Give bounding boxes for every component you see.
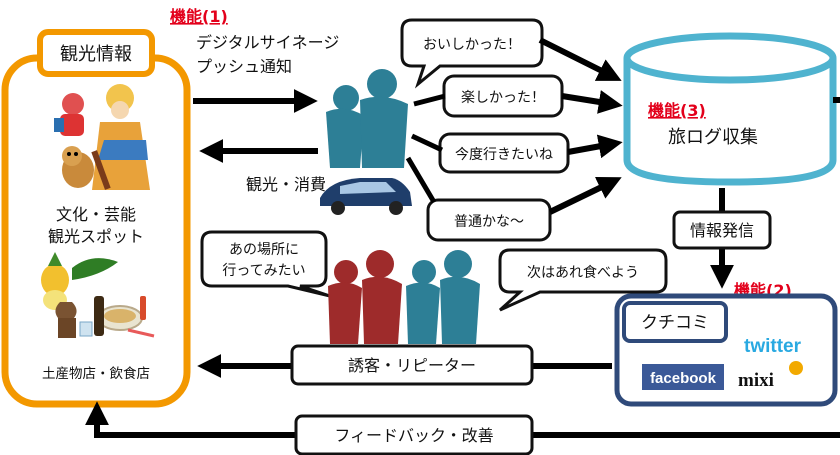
feedback-box: フィードバック・改善: [294, 414, 534, 455]
kuchikomi-title: クチコミ: [641, 313, 709, 333]
mixi-logo: mixi: [738, 370, 774, 391]
bubble-eat-next-text: 次はあれ食べよう: [527, 264, 639, 281]
bubble-want-to-go-line1: あの場所に: [229, 242, 299, 258]
shops-label: 土産物店・飲食店: [42, 365, 150, 382]
feedback-line-1: [413, 93, 446, 107]
twitter-logo: twitter: [744, 336, 802, 357]
repeater-box: 誘客・リピーター: [290, 344, 534, 386]
digital-signage-label: デジタルサイネージ: [196, 33, 339, 52]
tourism-info-panel: 観光情報 文化・芸能 観光スポット: [1, 29, 191, 408]
bubble-ordinary: 普通かな～: [426, 198, 552, 242]
arrow-ordinary-db: [548, 176, 622, 215]
info-send-box: 情報発信: [672, 210, 772, 250]
bubble-next-time: 今度行きたいね: [438, 132, 570, 174]
facebook-logo: facebook: [650, 370, 717, 387]
feedback-label: フィードバック・改善: [334, 426, 493, 445]
culture-label: 文化・芸能: [56, 205, 136, 224]
arrow-next-db: [567, 134, 623, 159]
feedback-line-3: [405, 156, 437, 204]
push-notification-label: プッシュ通知: [196, 57, 292, 76]
car-icon: [320, 178, 412, 215]
tourism-consumption-label: 観光・消費: [246, 175, 326, 194]
bubble-ordinary-text: 普通かな～: [454, 214, 524, 230]
function-3-label: 機能(3): [648, 101, 706, 120]
food-illustration: [41, 252, 155, 338]
bubble-want-to-go: あの場所に 行ってみたい: [200, 230, 331, 298]
mixi-badge-icon: [789, 361, 803, 375]
kuchikomi-title-box: [622, 301, 728, 343]
bubble-eat-next: 次はあれ食べよう: [498, 248, 668, 312]
facebook-logo-bg: [642, 364, 724, 390]
feedback-arrow: [85, 401, 840, 438]
arrow-delicious-db: [538, 37, 622, 81]
function-1-label: 機能(1): [170, 7, 228, 26]
bubble-next-time-text: 今度行きたいね: [455, 147, 553, 163]
arrow-fun-db: [561, 90, 623, 114]
feedback-line-2: [410, 133, 444, 153]
bubble-want-to-go-line2: 行ってみたい: [222, 263, 305, 279]
tourist-couple-icon: [326, 69, 408, 168]
travel-log-title: 旅ログ収集: [668, 127, 758, 148]
travel-log-database: [623, 32, 840, 186]
culture-illustration: [54, 84, 150, 190]
tourism-info-title: 観光情報: [60, 44, 132, 65]
bubble-delicious: おいしかった！: [400, 18, 544, 89]
bubble-fun-text: 楽しかった！: [461, 90, 545, 106]
red-couple-icon: [328, 250, 402, 344]
teal-couple-icon-2: [406, 250, 480, 344]
kuchikomi-panel: クチコミ twitter facebook mixi: [614, 293, 838, 407]
bubble-delicious-text: おいしかった！: [423, 37, 521, 53]
repeater-label: 誘客・リピーター: [348, 356, 476, 375]
info-send-label: 情報発信: [690, 221, 754, 240]
tourism-info-title-box: [37, 29, 155, 77]
bubble-fun: 楽しかった！: [442, 74, 564, 118]
tourist-spots-label: 観光スポット: [48, 227, 144, 246]
